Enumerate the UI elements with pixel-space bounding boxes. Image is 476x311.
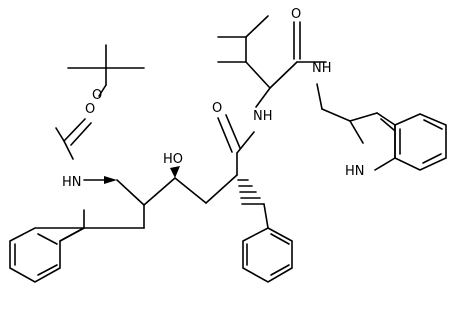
atom-nh-amide-1: NH [253,109,273,124]
tert-butyl-group [67,44,145,97]
atom-o-carbamate-ester: O [92,88,102,103]
wedge-bond-c1 [104,176,117,184]
atom-o-amide-1: O [212,101,222,116]
wedge-bond-hydroxyl [170,166,180,178]
indolylmethyl-linker [316,83,351,122]
atom-nh-indole: HN [345,164,365,179]
atom-hn-carbamate: HN [62,175,82,190]
backbone-chain [83,114,255,229]
phenyl-ring-middle [242,227,293,283]
atom-nh-amide-2: NH [312,61,332,76]
atom-oh-hydroxyl: HO [163,152,183,167]
carbamate-group [55,118,92,160]
valine-residue [217,15,327,108]
atom-o-amide-2: O [291,7,301,22]
hashed-bond-benzyl [237,179,265,205]
phenyl-ring-left [9,227,85,283]
indole-ring [349,112,447,171]
atom-o-carbamate-carbonyl: O [85,102,95,117]
benzyl-middle [263,203,269,229]
benzyl-left [83,209,145,229]
